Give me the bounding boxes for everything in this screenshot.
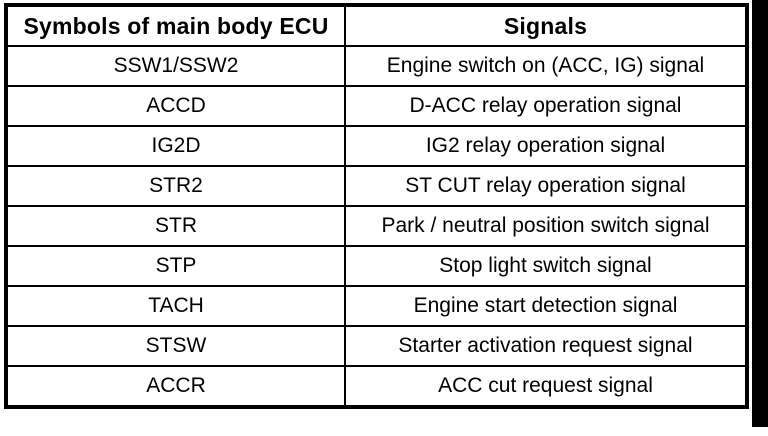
signal-cell: Park / neutral position switch signal [344, 205, 748, 247]
symbol-cell: SSW1/SSW2 [5, 45, 346, 87]
signal-cell: D-ACC relay operation signal [344, 85, 748, 127]
header-cell-signals: Signals [344, 4, 748, 47]
symbol-cell: ACCR [5, 365, 346, 408]
symbol-cell: TACH [5, 285, 346, 327]
scan-edge-bar [752, 0, 768, 427]
signal-cell: Engine start detection signal [344, 285, 748, 327]
symbol-cell: STR2 [5, 165, 346, 207]
signal-cell: Starter activation request signal [344, 325, 748, 367]
signal-cell: Engine switch on (ACC, IG) signal [344, 45, 748, 87]
symbol-cell: STR [5, 205, 346, 247]
symbol-cell: ACCD [5, 85, 346, 127]
signal-cell: Stop light switch signal [344, 245, 748, 287]
table-header-row: Symbols of main body ECU Signals [5, 4, 748, 47]
header-cell-symbols: Symbols of main body ECU [5, 4, 346, 47]
symbol-cell: IG2D [5, 125, 346, 167]
symbol-cell: STSW [5, 325, 346, 367]
signal-cell: ST CUT relay operation signal [344, 165, 748, 207]
signal-cell: IG2 relay operation signal [344, 125, 748, 167]
symbol-cell: STP [5, 245, 346, 287]
ecu-signals-table: Symbols of main body ECU Signals SSW1/SS… [4, 3, 749, 409]
signal-cell: ACC cut request signal [344, 365, 748, 408]
